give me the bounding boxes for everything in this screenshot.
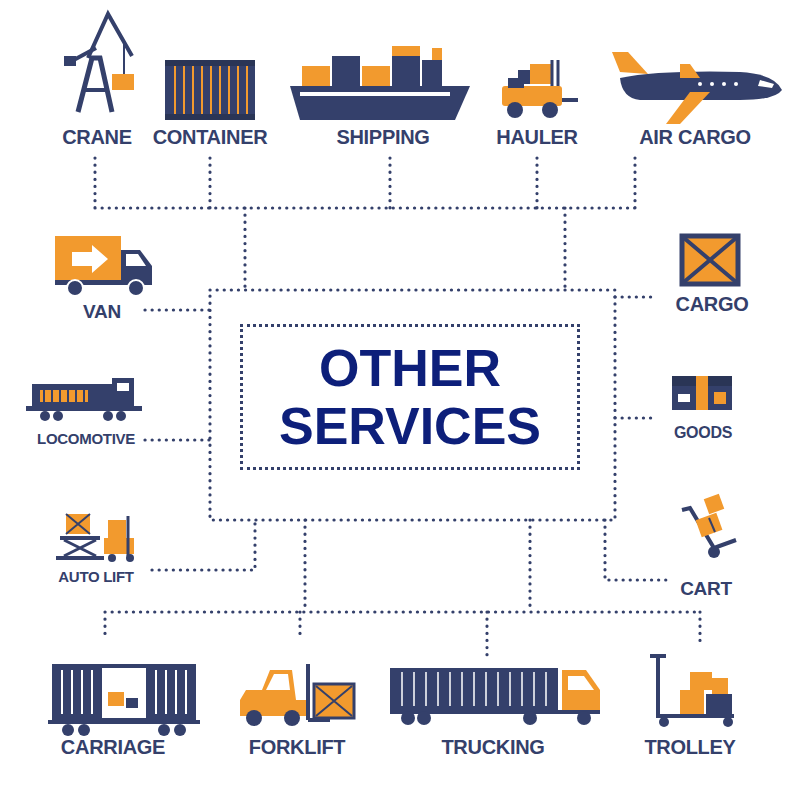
item-label: SHIPPING — [336, 126, 429, 148]
item-label: CARGO — [676, 293, 749, 315]
item-label: TRUCKING — [441, 736, 544, 758]
hauler-icon — [502, 60, 578, 118]
pallet-trolley-icon — [650, 656, 734, 727]
truck-icon — [390, 668, 600, 725]
auto-lift-icon — [56, 514, 134, 562]
item-label: LOCOMOTIVE — [37, 431, 135, 448]
item-label: FORKLIFT — [249, 736, 345, 758]
item-label: CARRIAGE — [61, 736, 165, 758]
item-label: CART — [680, 579, 732, 600]
forklift-icon — [240, 664, 354, 726]
hand-cart-icon — [682, 494, 736, 558]
item-label: GOODS — [674, 424, 732, 442]
locomotive-icon — [26, 378, 142, 421]
center-title: OTHER SERVICES — [260, 339, 560, 455]
item-label: AIR CARGO — [639, 126, 751, 148]
container-icon — [165, 60, 255, 120]
cargo-crate-icon — [682, 236, 738, 284]
rail-carriage-icon — [48, 664, 200, 736]
item-label: CRANE — [62, 126, 132, 148]
item-label: AUTO LIFT — [58, 569, 133, 586]
goods-box-icon — [672, 376, 732, 410]
center-box: OTHER SERVICES — [240, 324, 580, 470]
item-label: TROLLEY — [644, 736, 735, 758]
dotted-wires — [95, 158, 700, 655]
ship-icon — [290, 46, 470, 120]
item-label: CONTAINER — [153, 126, 268, 148]
item-label: VAN — [83, 302, 121, 323]
crane-icon — [64, 14, 134, 112]
van-icon — [55, 236, 152, 296]
air-cargo-icon — [612, 52, 782, 124]
item-label: HAULER — [496, 126, 578, 148]
